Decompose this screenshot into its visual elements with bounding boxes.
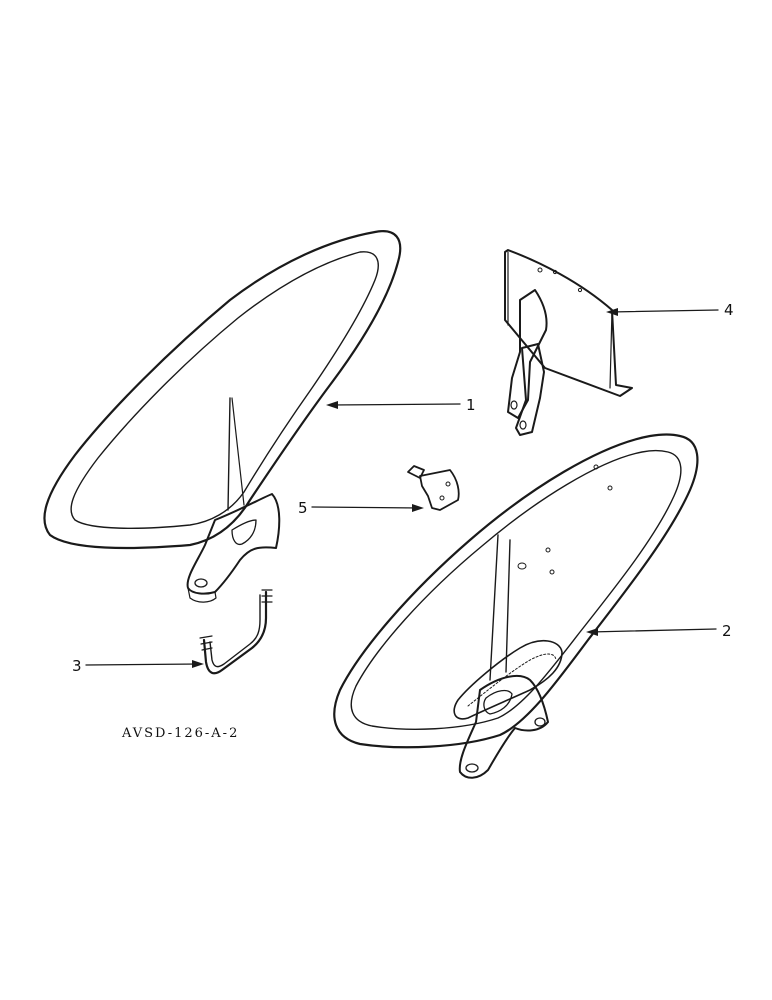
callout-5: 5 (298, 499, 308, 517)
drawing-code: AVSD-126-A-2 (121, 726, 239, 741)
leader-lines (85, 308, 719, 668)
part-4-shade-bracket (504, 249, 633, 436)
callout-1: 1 (466, 396, 476, 414)
part-1-mirror (43, 230, 402, 603)
callout-3: 3 (72, 657, 82, 675)
part-5-stud-bracket (407, 465, 460, 511)
part-2-mirror-assembly (333, 433, 699, 779)
part-3-u-bolt (199, 589, 273, 675)
callout-4: 4 (724, 301, 734, 319)
callout-2: 2 (722, 622, 732, 640)
